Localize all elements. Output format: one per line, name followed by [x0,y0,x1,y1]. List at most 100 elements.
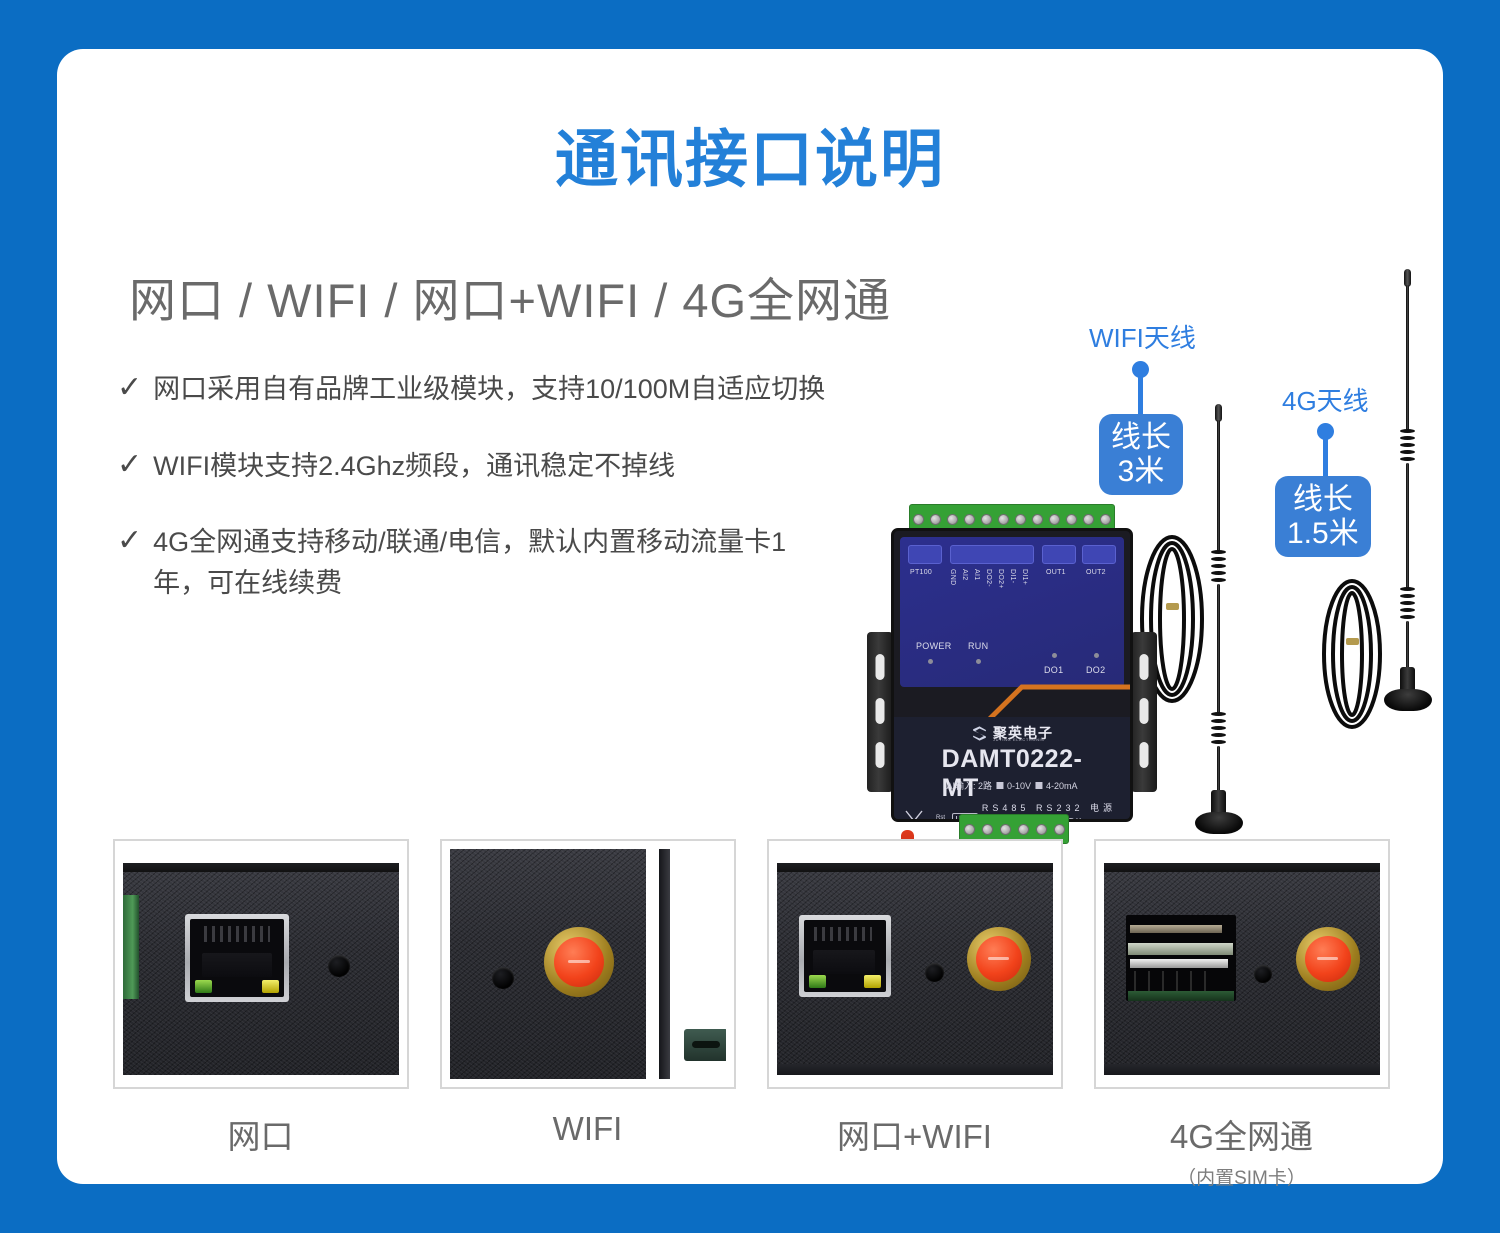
device-faceplate-bottom: 聚英电子 JUYING ELECTRONIC DAMT0222-MT AI输入:… [894,717,1130,819]
photo-caption: 网口 [227,1118,294,1155]
label-power: POWER [916,641,952,651]
sma-antenna-connector [543,927,614,997]
badge-label: 线长 [1111,421,1171,454]
rj45-cavity [803,920,886,992]
feature-bullet: ✓ 4G全网通支持移动/联通/电信，默认内置移动流量卡1年，可在线续费 [117,522,837,603]
check-icon: ✓ [117,524,143,557]
photo-wifi-connector [449,849,726,1079]
label-out1: OUT1 [1046,569,1066,576]
ai-range-voltage: 0-10V [1006,780,1032,791]
feature-bullet-text: 4G全网通支持移动/联通/电信，默认内置移动流量卡1年，可在线续费 [153,527,787,598]
sim-pcb-lower [1127,991,1234,1001]
rj45-ethernet-jack [798,915,891,997]
label-do2-minus: DO2- [985,569,992,587]
feature-bullet-text: WIFI模块支持2.4Ghz频段，通讯稳定不掉线 [153,450,676,481]
callout-dot-icon [1317,423,1334,440]
antenna-rod-base-stem [1406,621,1409,671]
brand-mark: 聚英电子 JUYING ELECTRONIC [971,723,1053,743]
brand-name-en: JUYING ELECTRONIC [993,737,1045,742]
badge-4g-cable-length: 线长 1.5米 [1275,476,1371,558]
label-out2: OUT2 [1086,569,1106,576]
label-rs232: RS232 [1035,803,1084,813]
label-do2-plus: DO2+ [997,569,1004,589]
antenna-neck [1211,790,1226,816]
interface-variant-wifi: WIFI [424,839,751,1190]
panel-edge-top [1103,863,1380,872]
pad-out1 [1042,545,1076,564]
badge-value: 3米 [1117,454,1165,488]
antenna-rod-upper [1406,285,1409,431]
label-run: RUN [968,641,989,651]
photo-caption-sub: （内置SIM卡） [1177,1168,1306,1189]
panel-edge-bottom [1103,1064,1380,1075]
rj45-tongue [201,953,272,977]
check-icon: ✓ [117,371,143,404]
sim-rail [1129,959,1228,968]
led-do1 [1052,653,1057,658]
panel-edge-top [122,863,399,872]
square-marker-icon [1035,782,1043,789]
photo-sim-slot-and-antenna [1103,849,1380,1079]
pad-pt100 [908,545,942,564]
label-gnd: GND [949,569,956,586]
feature-bullet: ✓ WIFI模块支持2.4Ghz频段，通讯稳定不掉线 [117,446,837,487]
interface-variant-4g: 4G全网通 （内置SIM卡） [1078,839,1405,1190]
led-power [928,659,933,664]
callout-stem [1138,372,1143,420]
label-di1-plus: DI1+ [1021,569,1028,586]
activity-led-yellow [261,980,279,993]
photo-caption: WIFI [552,1110,623,1147]
antenna-rod-upper [1217,420,1220,552]
label-reset: Rst [936,815,945,821]
callout-4g-antenna-title: 4G天线 [1282,386,1369,416]
antenna-tip [1404,269,1411,287]
led-do2 [1094,653,1099,658]
mounting-ear-left [867,632,893,792]
photo-caption: 4G全网通 [1169,1118,1314,1155]
led-run [976,659,981,664]
label-power-cn: 电源 [1089,803,1116,813]
rj45-contacts [203,926,270,942]
rj45-ethernet-jack [184,914,289,1002]
product-illustration: WIFI天线 线长 3米 4G天线 线长 1.5米 [827,264,1447,876]
panel-side-edge [658,849,670,1079]
sim-pins [1133,971,1214,993]
badge-value: 1.5米 [1287,516,1359,550]
badge-label: 线长 [1292,483,1353,516]
wifi-antenna-cable [1127,529,1217,709]
label-di1-minus: DI1- [1009,569,1016,584]
rj45-cavity [189,919,284,997]
feature-bullet: ✓ 网口采用自有品牌工业级模块，支持10/100M自适应切换 [117,369,837,410]
panel-hole [924,963,944,982]
link-led-green [194,980,212,993]
sim-tray [1129,925,1222,933]
interface-photo-strip: 网口 WIFI [97,839,1407,1190]
antenna-rod-lower [1406,463,1409,589]
device-module-photo: PT100 GND AI2 AI1 DO2- DO2+ DI1- DI1+ OU… [867,504,1157,876]
photo-frame [112,839,409,1089]
brand-name-cn: 聚英电子 [993,725,1053,741]
label-rs485: RS485 [981,803,1030,813]
photo-frame [766,839,1063,1089]
mounting-bracket-ear [683,1029,726,1061]
callout-dot-icon [1132,361,1149,378]
panel-edge-bottom [776,1064,1053,1075]
sma-antenna-connector [966,927,1031,991]
check-icon: ✓ [117,447,143,481]
link-led-green [808,975,826,988]
sma-antenna-connector [1295,927,1360,991]
antenna-symbol-icon [905,810,923,819]
pcb-edge [122,895,139,999]
label-pt100: PT100 [910,569,933,576]
antenna-coil [1211,550,1226,584]
ai-range-current: 4-20mA [1046,780,1078,791]
content-panel: 通讯接口说明 网口 / WIFI / 网口+WIFI / 4G全网通 ✓ 网口采… [57,49,1443,1189]
subtitle-interface-options: 网口 / WIFI / 网口+WIFI / 4G全网通 [129,274,892,327]
callout-stem [1323,434,1328,482]
pad-io-group [950,545,1034,564]
pin-minus: − [1094,817,1103,822]
label-do1: DO1 [1044,665,1064,675]
pad-out2 [1082,545,1116,564]
label-do2: DO2 [1086,665,1106,675]
panel-hole [1253,965,1272,983]
